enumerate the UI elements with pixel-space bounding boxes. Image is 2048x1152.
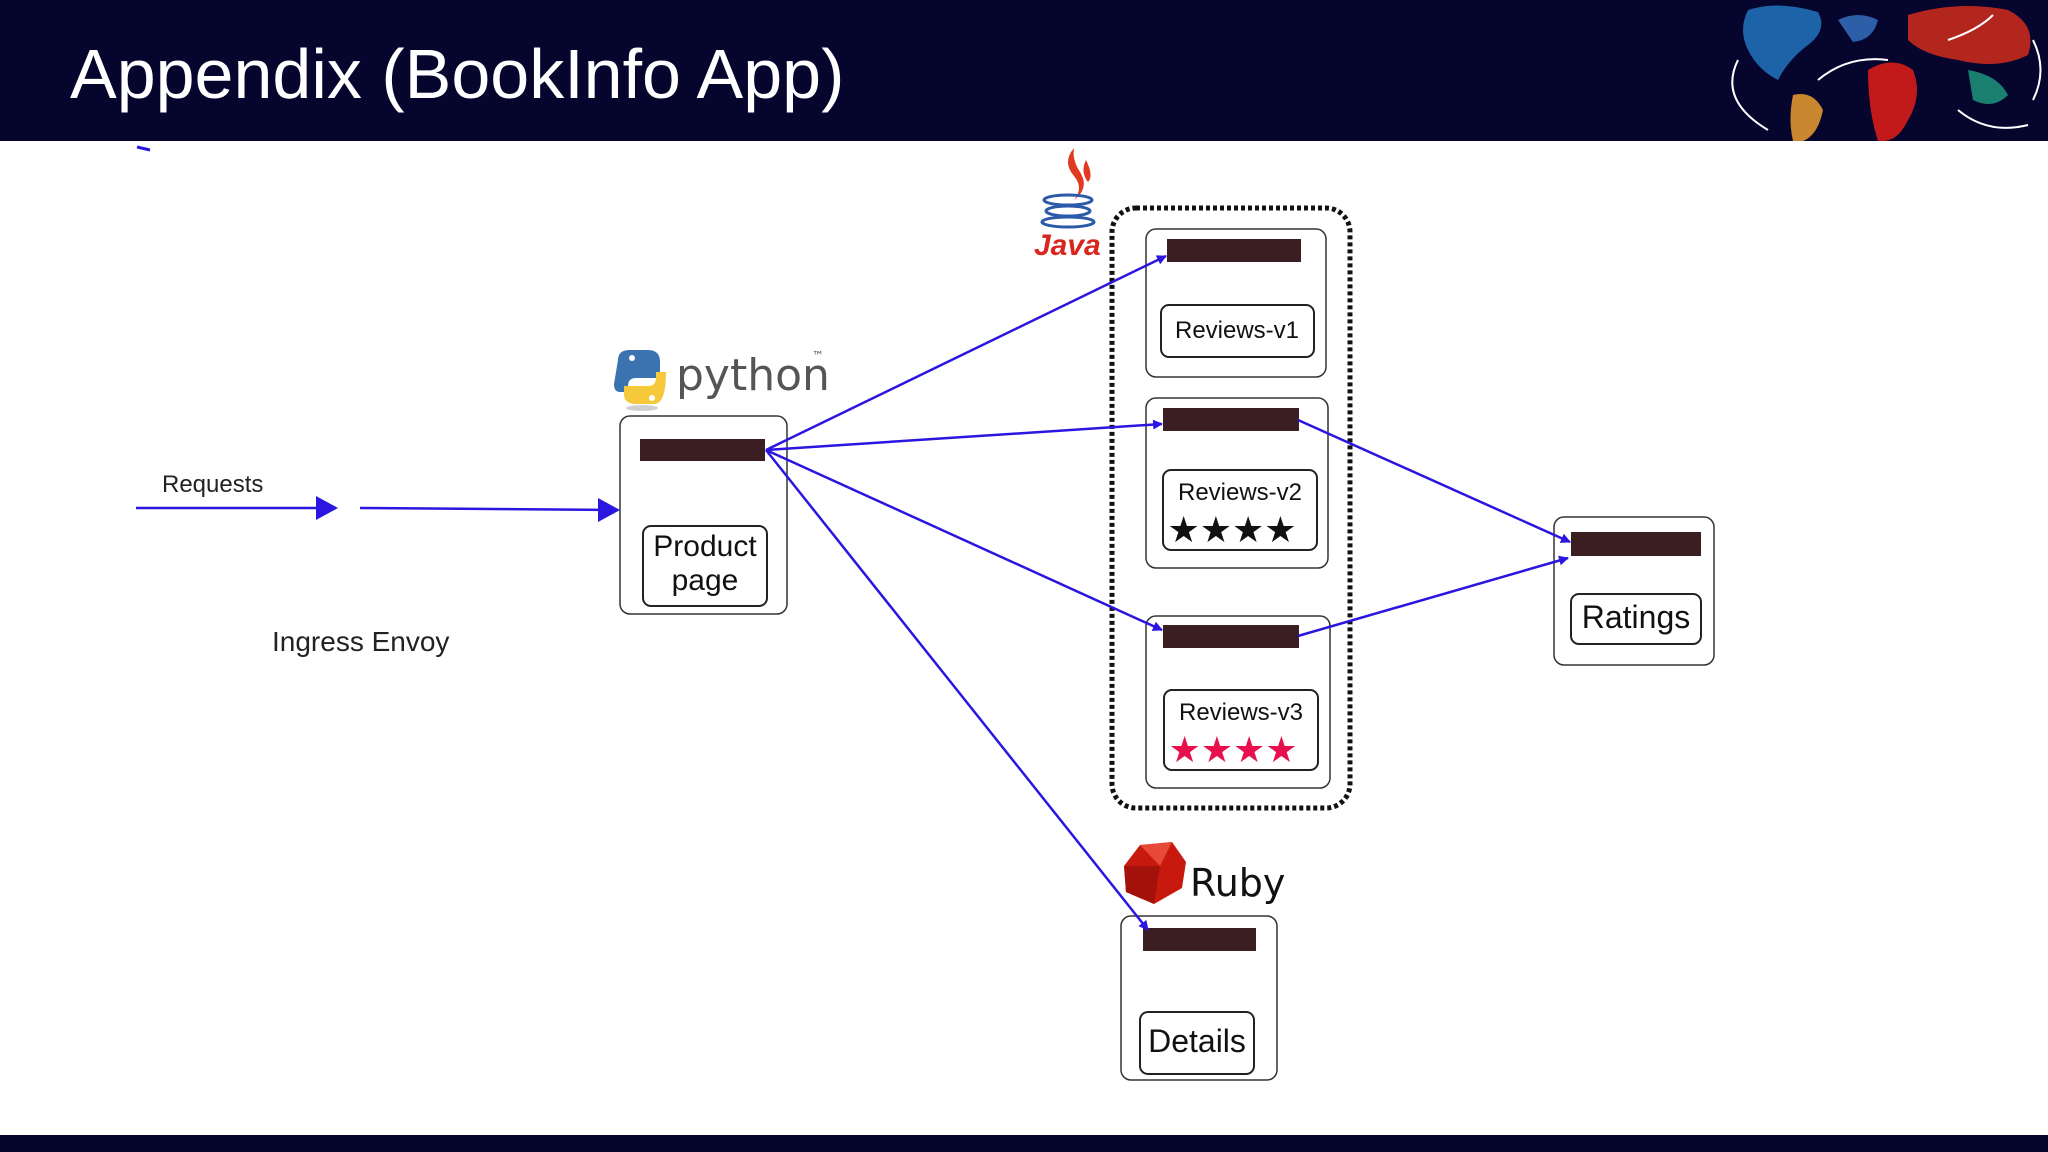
- details-label: Details: [1148, 1023, 1246, 1059]
- productpage-label-line2: page: [672, 564, 739, 597]
- ruby-logo-text: Ruby: [1190, 861, 1285, 905]
- reviews-v1-service: Reviews-v1: [1145, 228, 1327, 378]
- requests-label: Requests: [162, 471, 263, 498]
- java-logo-text: Java: [1034, 229, 1101, 262]
- arrow-reviews-v3-to-ratings: [1297, 555, 1569, 638]
- details-proxy-bar: [1143, 928, 1256, 951]
- reviews-v3-label: Reviews-v3: [1179, 699, 1303, 726]
- reviews-v3-proxy-bar: [1163, 625, 1299, 648]
- reviews-v3-service: Reviews-v3 ★★★★: [1145, 615, 1331, 789]
- arrow-productpage-to-reviews-v3: [765, 448, 1163, 632]
- python-logo-icon: python ™: [614, 349, 830, 411]
- ruby-logo-icon: Ruby: [1124, 842, 1285, 905]
- reviews-v2-label: Reviews-v2: [1178, 479, 1302, 506]
- reviews-service-group: [1109, 205, 1353, 811]
- arrow-productpage-to-details: [765, 449, 1149, 931]
- ratings-proxy-bar: [1571, 532, 1701, 556]
- slide-title: Appendix (BookInfo App): [70, 35, 845, 113]
- reviews-v3-red-stars-icon: ★★★★: [1168, 729, 1297, 770]
- world-map-graphic: [1731, 5, 2042, 141]
- productpage-label-line1: Product: [653, 530, 757, 563]
- reviews-v2-proxy-bar: [1163, 408, 1299, 431]
- ratings-label: Ratings: [1582, 599, 1691, 635]
- reviews-v2-service: Reviews-v2 ★★★★: [1145, 397, 1329, 569]
- arrow-reviews-v2-to-ratings: [1297, 418, 1571, 544]
- ingress-line: [359, 506, 619, 512]
- reviews-v2-black-stars-icon: ★★★★: [1167, 509, 1296, 550]
- svg-text:™: ™: [812, 349, 824, 363]
- reviews-v1-label: Reviews-v1: [1175, 317, 1299, 344]
- arrow-productpage-to-reviews-v2: [765, 419, 1163, 452]
- requests-arrowhead: [316, 496, 338, 520]
- ingress-arrowhead: [598, 498, 620, 522]
- slide-header: Appendix (BookInfo App): [0, 0, 2048, 141]
- slide-footer-bar: [0, 1135, 2048, 1152]
- stray-mark: [136, 145, 151, 152]
- service-call-arrows: [765, 254, 1571, 931]
- productpage-service: Product page: [619, 415, 788, 615]
- python-logo-text: python: [676, 350, 830, 401]
- reviews-v1-proxy-bar: [1167, 239, 1301, 262]
- arrow-productpage-to-reviews-v1: [765, 254, 1167, 452]
- productpage-proxy-bar: [640, 439, 765, 461]
- ingress-envoy-label: Ingress Envoy: [272, 626, 449, 657]
- java-logo-icon: Java: [1034, 148, 1101, 262]
- details-service: Details: [1120, 915, 1278, 1081]
- ratings-service: Ratings: [1553, 516, 1715, 666]
